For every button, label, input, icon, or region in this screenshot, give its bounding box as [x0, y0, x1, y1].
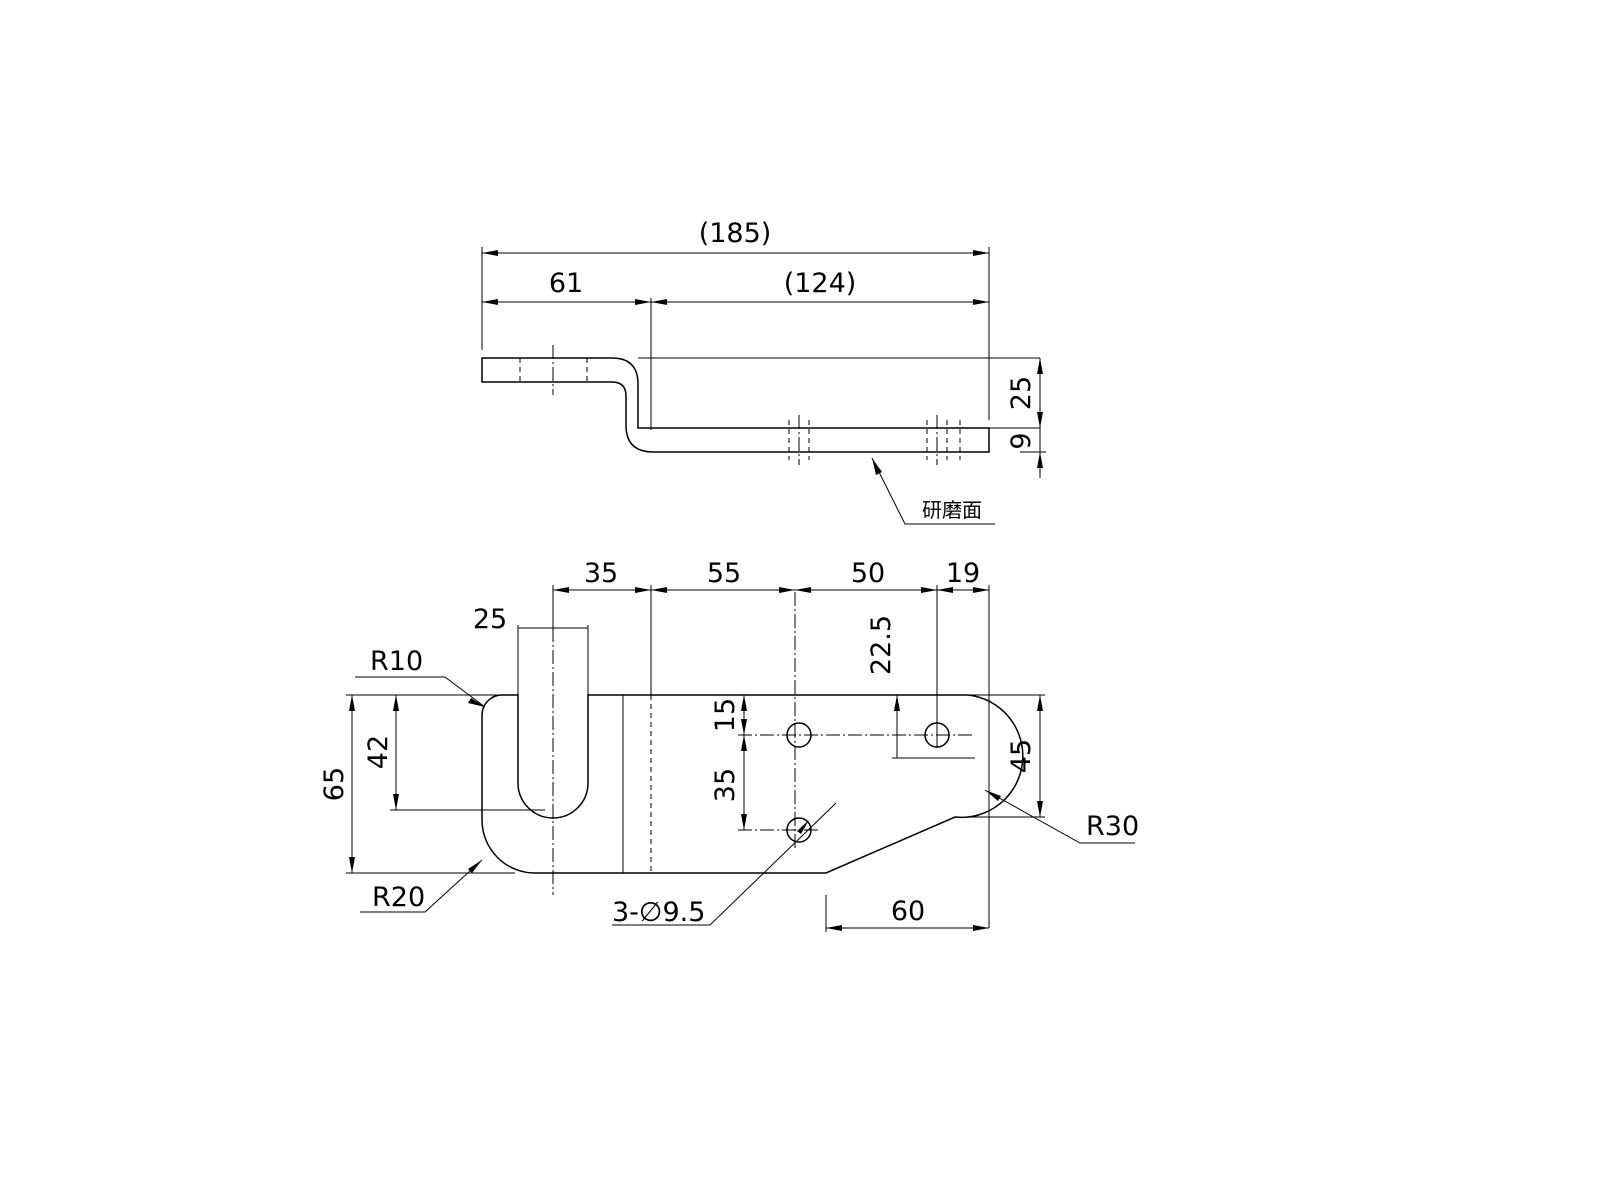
ground-surface-leader — [871, 457, 995, 525]
dim-42-label: 42 — [363, 735, 394, 769]
arrowhead — [1037, 452, 1043, 468]
dim-55-label: 55 — [707, 558, 741, 589]
arrowhead — [985, 790, 1001, 801]
ground-surface-note: 研磨面 — [922, 498, 982, 522]
dim-35-top-label: 35 — [584, 558, 618, 589]
arrowhead — [973, 587, 989, 593]
r10-leader — [355, 676, 486, 708]
arrowhead — [921, 587, 937, 593]
arrowhead — [651, 299, 667, 305]
arrowhead — [826, 925, 842, 931]
dim-15-label: 15 — [710, 698, 741, 732]
dim-65-label: 65 — [319, 767, 350, 801]
arrowhead — [468, 860, 482, 873]
dim-45-label: 45 — [1006, 739, 1037, 773]
dim-60-label: 60 — [891, 896, 925, 927]
arrowhead — [1037, 801, 1043, 817]
dim-50-label: 50 — [851, 558, 885, 589]
dim-35-left-label: 35 — [710, 768, 741, 802]
arrowhead — [482, 299, 498, 305]
arrowhead — [779, 587, 795, 593]
r30-leader — [984, 789, 1135, 844]
plan-view-outline — [481, 694, 1024, 874]
arrowhead — [741, 695, 747, 711]
plan-view: 35 55 50 19 25 22.5 R10 42 65 — [319, 558, 1139, 932]
arrowhead — [1037, 412, 1043, 428]
r20-leader — [360, 859, 483, 913]
r20-label: R20 — [372, 882, 425, 913]
arrowhead — [741, 814, 747, 830]
arrowhead — [635, 587, 651, 593]
arrowhead — [937, 587, 953, 593]
arrowhead — [635, 299, 651, 305]
holes-label: 3-∅9.5 — [612, 897, 705, 928]
dim-19-label: 19 — [946, 558, 980, 589]
dim-185-label: (185) — [699, 218, 772, 249]
arrowhead — [1037, 358, 1043, 374]
r10-label: R10 — [370, 646, 423, 677]
dim-25-label: 25 — [1006, 376, 1037, 410]
hole-1 — [786, 722, 812, 748]
r30-label: R30 — [1086, 811, 1139, 842]
side-view-outline — [481, 357, 990, 453]
dim-22-5-label: 22.5 — [866, 615, 897, 675]
arrowhead — [393, 695, 399, 711]
arrowhead — [553, 587, 569, 593]
arrowhead — [393, 794, 399, 810]
dim-61-label: 61 — [549, 268, 583, 299]
arrowhead — [973, 250, 989, 256]
arrowhead — [741, 719, 747, 735]
arrowhead — [872, 458, 882, 475]
arrowhead — [651, 587, 667, 593]
arrowhead — [973, 299, 989, 305]
arrowhead — [482, 250, 498, 256]
holes-leader — [612, 802, 837, 926]
dim-9-label: 9 — [1006, 432, 1037, 449]
arrowhead — [468, 698, 485, 707]
arrowhead — [894, 695, 900, 711]
side-view: (185) 61 (124) 25 9 研磨面 — [481, 218, 1046, 525]
dim-124-label: (124) — [784, 268, 857, 299]
arrowhead — [973, 925, 989, 931]
arrowhead — [741, 735, 747, 751]
arrowhead — [1037, 695, 1043, 711]
dim-25-slot-label: 25 — [473, 604, 507, 635]
arrowhead — [349, 695, 355, 711]
arrowhead — [797, 820, 809, 834]
arrowhead — [795, 587, 811, 593]
arrowhead — [349, 857, 355, 873]
